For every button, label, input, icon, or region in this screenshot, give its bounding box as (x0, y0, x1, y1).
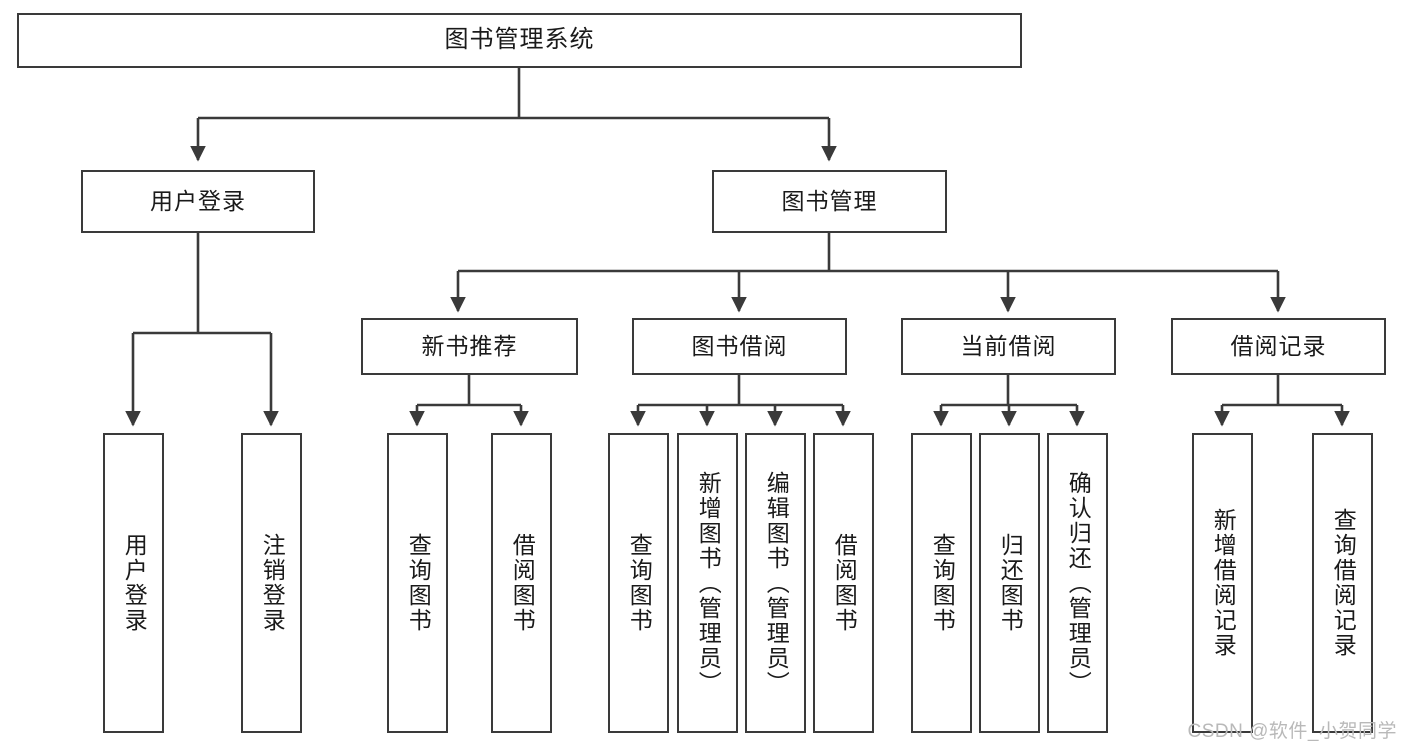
node-new-book-recommend[interactable]: 新书推荐 (361, 318, 578, 375)
leaf-book-borrow-add[interactable]: 新增图书（管理员） (677, 433, 738, 733)
leaf-user-login-logout[interactable]: 注销登录 (241, 433, 302, 733)
node-book-manage[interactable]: 图书管理 (712, 170, 947, 233)
leaf-current-borrow-query[interactable]: 查询图书 (911, 433, 972, 733)
leaf-label: 借阅图书 (509, 533, 536, 633)
leaf-label: 查询借阅记录 (1330, 508, 1357, 658)
leaf-label: 确认归还（管理员） (1065, 470, 1092, 696)
leaf-new-book-query[interactable]: 查询图书 (387, 433, 448, 733)
leaf-book-borrow-query[interactable]: 查询图书 (608, 433, 669, 733)
leaf-user-login-login[interactable]: 用户登录 (103, 433, 164, 733)
leaf-current-borrow-return[interactable]: 归还图书 (979, 433, 1040, 733)
leaf-label: 查询图书 (626, 533, 653, 633)
leaf-label: 编辑图书（管理员） (763, 470, 790, 696)
node-current-borrow[interactable]: 当前借阅 (901, 318, 1116, 375)
node-book-borrow[interactable]: 图书借阅 (632, 318, 847, 375)
leaf-label: 用户登录 (121, 533, 148, 633)
leaf-borrow-record-query[interactable]: 查询借阅记录 (1312, 433, 1373, 733)
leaf-borrow-record-add[interactable]: 新增借阅记录 (1192, 433, 1253, 733)
leaf-label: 查询图书 (405, 533, 432, 633)
leaf-label: 借阅图书 (831, 533, 858, 633)
node-root[interactable]: 图书管理系统 (17, 13, 1022, 68)
leaf-new-book-borrow[interactable]: 借阅图书 (491, 433, 552, 733)
leaf-label: 查询图书 (929, 533, 956, 633)
node-user-login[interactable]: 用户登录 (81, 170, 315, 233)
leaf-label: 新增图书（管理员） (695, 470, 722, 696)
leaf-label: 新增借阅记录 (1210, 508, 1237, 658)
leaf-label: 注销登录 (259, 533, 286, 633)
leaf-current-borrow-confirm[interactable]: 确认归还（管理员） (1047, 433, 1108, 733)
node-borrow-record[interactable]: 借阅记录 (1171, 318, 1386, 375)
leaf-book-borrow-borrow[interactable]: 借阅图书 (813, 433, 874, 733)
leaf-label: 归还图书 (997, 533, 1024, 633)
leaf-book-borrow-edit[interactable]: 编辑图书（管理员） (745, 433, 806, 733)
watermark-text: CSDN @软件_小贺同学 (1187, 721, 1397, 742)
